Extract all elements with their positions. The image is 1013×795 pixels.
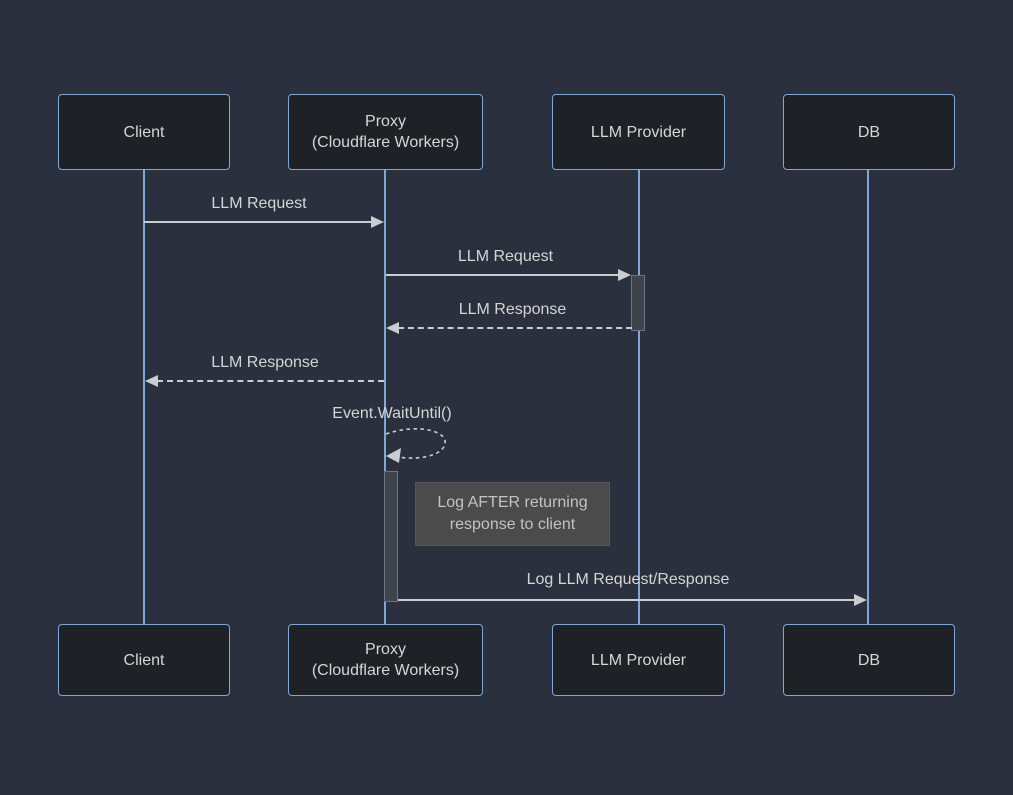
- activation-bar-llm-provider: [631, 275, 645, 331]
- message-label-llm-request-2: LLM Request: [457, 248, 554, 265]
- self-loop-arrow: [385, 428, 446, 463]
- message-label-llm-response-1: LLM Response: [458, 301, 567, 318]
- message-label-llm-response-2: LLM Response: [211, 354, 319, 371]
- participant-proxy-top: Proxy (Cloudflare Workers): [288, 94, 483, 170]
- arrowhead-right-icon: [618, 269, 631, 281]
- message-line-llm-request-2: [386, 274, 620, 276]
- message-line-llm-response-1: [398, 327, 632, 329]
- participant-client-bottom: Client: [58, 624, 230, 696]
- note-log-after-returning: Log AFTER returning response to client: [415, 482, 610, 546]
- participant-label: LLM Provider: [590, 123, 687, 141]
- message-line-log-llm-request-response: [398, 599, 855, 601]
- arrowhead-left-icon: [386, 322, 399, 334]
- lifeline-client: [143, 170, 145, 624]
- arrowhead-left-icon: [386, 448, 401, 463]
- note-line2: response to client: [449, 516, 576, 533]
- participant-label-line2: (Cloudflare Workers): [311, 134, 460, 151]
- message-label-log-llm-request-response: Log LLM Request/Response: [526, 571, 730, 588]
- participant-llm-provider-bottom: LLM Provider: [552, 624, 725, 696]
- activation-bar-proxy: [384, 471, 398, 602]
- message-line-llm-request-1: [144, 221, 373, 223]
- participant-label: LLM Provider: [590, 651, 687, 669]
- participant-label: Proxy: [365, 113, 406, 130]
- participant-label: Client: [123, 651, 165, 669]
- message-line-llm-response-2: [157, 380, 384, 382]
- participant-proxy-bottom: Proxy (Cloudflare Workers): [288, 624, 483, 696]
- arrowhead-left-icon: [145, 375, 158, 387]
- participant-label: Proxy: [365, 641, 406, 658]
- participant-llm-provider-top: LLM Provider: [552, 94, 725, 170]
- participant-label-line2: (Cloudflare Workers): [311, 662, 460, 679]
- message-label-llm-request-1: LLM Request: [211, 195, 307, 212]
- participant-label: DB: [857, 651, 881, 669]
- arrowhead-right-icon: [854, 594, 867, 606]
- participant-client-top: Client: [58, 94, 230, 170]
- lifeline-llm-provider: [638, 170, 640, 624]
- arrowhead-right-icon: [371, 216, 384, 228]
- participant-db-bottom: DB: [783, 624, 955, 696]
- note-line1: Log AFTER returning: [437, 494, 588, 511]
- lifeline-proxy: [384, 170, 386, 624]
- message-label-event-waituntil: Event.WaitUntil(): [332, 405, 452, 422]
- participant-label: Client: [123, 123, 165, 141]
- participant-db-top: DB: [783, 94, 955, 170]
- lifeline-db: [867, 170, 869, 624]
- participant-label: DB: [857, 123, 881, 141]
